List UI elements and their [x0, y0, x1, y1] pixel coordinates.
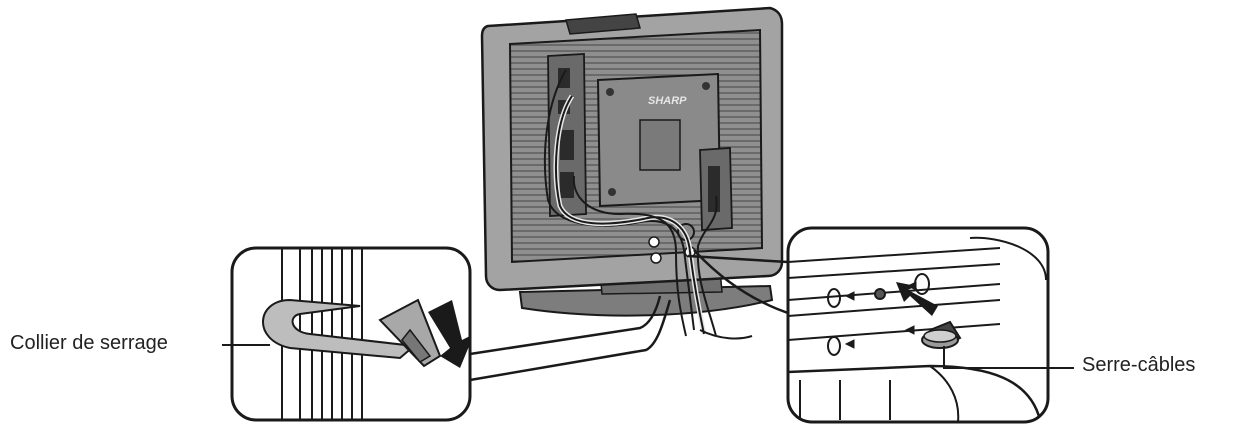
bundled-cables — [281, 248, 363, 420]
inset-cable-tie — [230, 246, 472, 422]
sharp-logo: SHARP — [648, 95, 687, 107]
pull-arrow-icon — [428, 300, 470, 368]
insert-arrow-icon — [896, 282, 938, 316]
cable-bundle — [543, 69, 753, 340]
cable-clamp-label: Serre-câbles — [1082, 354, 1196, 376]
inset-cable-clamp — [786, 226, 1050, 424]
tv-stand-base — [518, 284, 774, 317]
tv-top-handle — [565, 13, 641, 35]
cable-tie-label: Collier de serrage — [10, 332, 168, 354]
cable-tie-strap — [262, 298, 417, 360]
television-rear: SHARP — [480, 6, 784, 340]
cable-clamp-part — [921, 320, 962, 349]
leader-cable-clamp — [943, 346, 1074, 369]
